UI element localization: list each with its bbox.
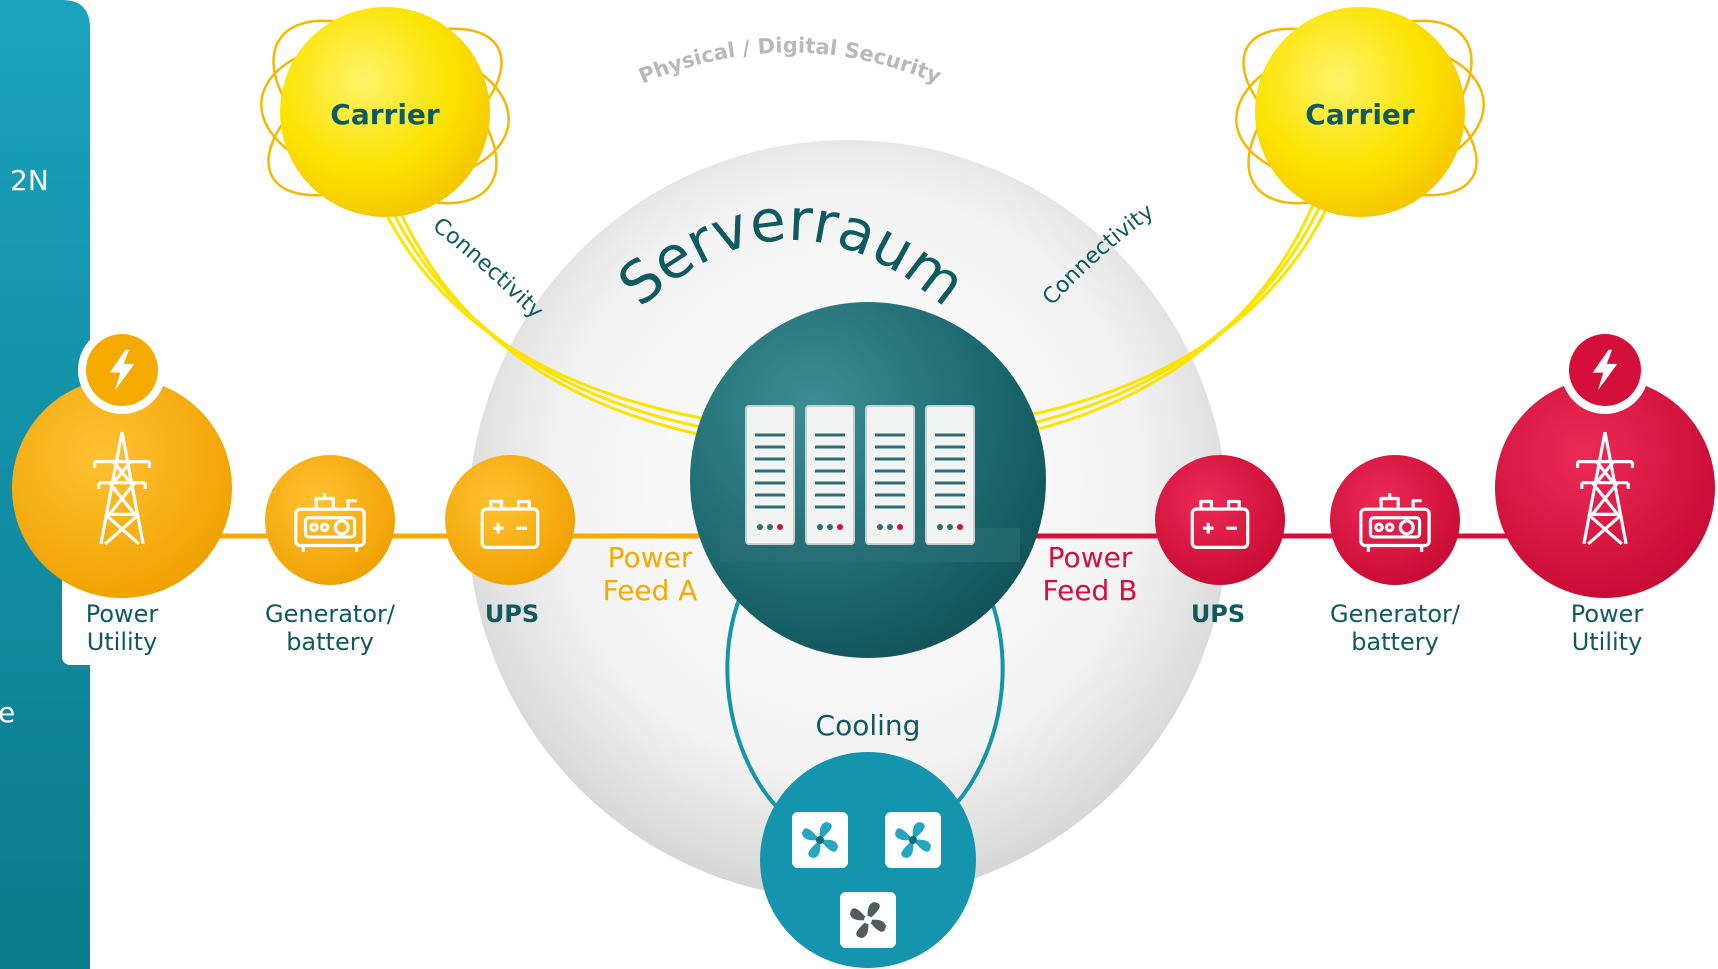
utility-right-label-2: Utility (1572, 628, 1643, 656)
feed-b: Power Feed B UPS Generator/ battery Powe… (1043, 326, 1715, 656)
generator-left-label-2: battery (286, 628, 374, 656)
carrier-right-label: Carrier (1305, 98, 1415, 131)
carrier-left-label: Carrier (330, 98, 440, 131)
generator-right-label-2: battery (1351, 628, 1439, 656)
side-panel-text-2n: 2N (10, 164, 49, 197)
carrier-right: Carrier (1235, 7, 1485, 217)
server-rack-icon (925, 404, 975, 546)
feed-b-label-1: Power (1048, 541, 1133, 574)
generator-right (1330, 455, 1460, 585)
carrier-left: Carrier (260, 7, 510, 217)
ups-left-label: UPS (485, 600, 539, 628)
feed-a-label-1: Power (608, 541, 693, 574)
generator-right-label-1: Generator/ (1330, 600, 1461, 628)
cooling-unit (760, 752, 976, 968)
cooling: Cooling (760, 709, 976, 968)
power-utility-left (12, 378, 232, 598)
security-label: Physical / Digital Security (635, 33, 944, 88)
feed-a-label-2: Feed A (603, 574, 698, 607)
utility-right-label-1: Power (1571, 600, 1644, 628)
cooling-label: Cooling (816, 709, 921, 742)
fan-icon (885, 812, 941, 868)
generator-left (265, 455, 395, 585)
feed-a: Power Utility Generator/ battery UPS Pow… (12, 326, 697, 656)
server-rack-icon (745, 404, 795, 546)
feed-b-label-2: Feed B (1043, 574, 1138, 607)
utility-left-label-2: Utility (87, 628, 158, 656)
server-rack-icon (865, 404, 915, 546)
connectivity-label-left: Connectivity (428, 213, 548, 324)
ups-right-label: UPS (1191, 600, 1245, 628)
ups-left (445, 455, 575, 585)
ups-right (1155, 455, 1285, 585)
server-rack-icon (805, 404, 855, 546)
generator-left-label-1: Generator/ (265, 600, 396, 628)
fan-icon (792, 812, 848, 868)
fan-icon (840, 892, 896, 948)
side-panel-text-e: e (0, 696, 15, 729)
power-utility-right (1495, 378, 1715, 598)
utility-left-label-1: Power (86, 600, 159, 628)
